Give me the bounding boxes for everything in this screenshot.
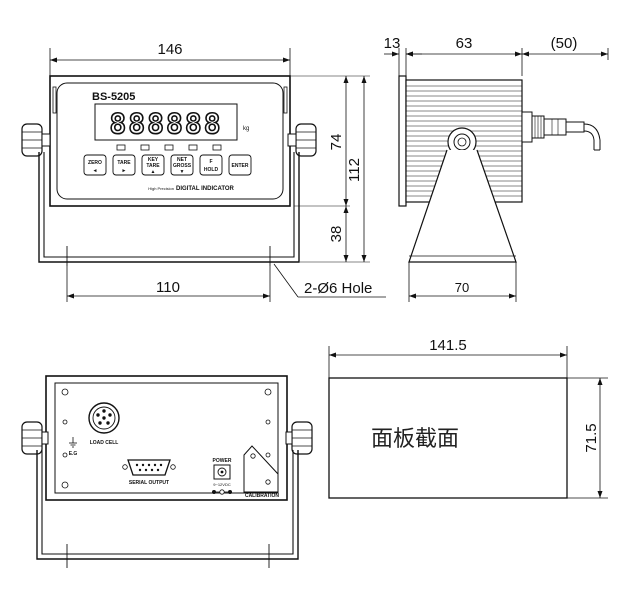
hole-note: 2-Ø6 Hole — [304, 280, 372, 297]
svg-text:ENTER: ENTER — [232, 163, 249, 169]
dim-cutout-width: 141.5 — [429, 337, 467, 354]
rear-view: LOAD CELL E.G SERIAL OUTPUT POWER — [21, 375, 313, 568]
key-enter[interactable]: ENTER — [228, 154, 252, 176]
side-view: 13 63 (50) — [384, 35, 609, 302]
caption-large: DIGITAL INDICATOR — [176, 186, 235, 192]
cutout-label: 面板截面 — [371, 427, 459, 452]
dim-side-body: 63 — [456, 35, 473, 52]
rear-panel — [54, 382, 279, 494]
key-zero[interactable]: ZERO ◄ — [83, 154, 107, 176]
indicator-lamp — [212, 144, 222, 151]
display-digits: 888888 — [109, 107, 222, 140]
power-label: POWER — [213, 458, 232, 464]
mounting-knob-left — [21, 123, 51, 157]
load-cell-connector[interactable] — [88, 402, 120, 434]
vertical-dimensions: 74 38 112 — [290, 75, 370, 263]
indicator-lamp — [188, 144, 198, 151]
indicator-lamp — [164, 144, 174, 151]
dim-cutout-height: 71.5 — [583, 423, 600, 452]
polarity-icon — [212, 489, 232, 495]
indicator-lamp — [116, 144, 126, 151]
svg-text:►: ► — [122, 168, 127, 174]
model-label: BS-5205 — [92, 91, 135, 103]
calibration-cover[interactable] — [243, 445, 279, 493]
svg-text:NET: NET — [177, 157, 187, 163]
dim-side-base: 70 — [455, 280, 469, 295]
dim-height-lower: 38 — [328, 226, 345, 243]
dim-height-upper: 74 — [328, 134, 345, 151]
svg-text:TARE: TARE — [117, 160, 131, 166]
svg-text:GROSS: GROSS — [173, 163, 192, 169]
mounting-knob-right — [285, 421, 313, 455]
dim-height-total: 112 — [346, 158, 363, 182]
front-view: 146 BS-5205 888888 kg ZERO ◄ TARE ► — [21, 41, 386, 302]
svg-text:◄: ◄ — [93, 168, 98, 174]
dim-side-cable: (50) — [551, 35, 578, 52]
cutout-outline — [328, 377, 568, 499]
dim-bracket-width: 110 — [156, 279, 180, 296]
mounting-bracket — [38, 152, 300, 263]
key-f-hold[interactable]: F HOLD — [199, 154, 223, 176]
indicator-lamp — [140, 144, 150, 151]
load-cell-label: LOAD CELL — [90, 440, 119, 446]
svg-text:KEY: KEY — [148, 157, 159, 163]
dim-front-width: 146 — [157, 41, 182, 58]
svg-text:F: F — [209, 159, 212, 165]
key-tare[interactable]: TARE ► — [112, 154, 136, 176]
ground-icon — [69, 437, 77, 448]
mounting-bracket — [36, 450, 299, 560]
unit-label: kg — [243, 126, 249, 132]
power-jack[interactable] — [213, 464, 231, 480]
power-spec: 9~12VDC — [213, 482, 231, 487]
ground-label: E.G — [69, 451, 78, 457]
calibration-label: CALIBRATION — [245, 493, 279, 499]
key-key-tare[interactable]: KEY TARE ▲ — [141, 154, 165, 176]
cable-connector — [521, 111, 601, 151]
mounting-knob-right — [287, 123, 317, 157]
caption-small: High Precision — [148, 186, 174, 191]
dim-side-front: 13 — [384, 35, 401, 52]
hole-leader — [273, 263, 299, 298]
mounting-knob-left — [21, 421, 49, 455]
svg-text:▼: ▼ — [180, 169, 185, 175]
display-window — [94, 103, 238, 141]
svg-text:TARE: TARE — [146, 163, 160, 169]
svg-text:ZERO: ZERO — [88, 160, 102, 166]
front-panel — [56, 82, 284, 200]
key-net-gross[interactable]: NET GROSS ▼ — [170, 154, 194, 176]
svg-text:HOLD: HOLD — [204, 167, 219, 173]
svg-text:▲: ▲ — [151, 169, 156, 175]
stand-bracket — [408, 149, 517, 263]
panel-cutout-view: 141.5 面板截面 71.5 — [328, 337, 608, 499]
serial-output-label: SERIAL OUTPUT — [129, 480, 169, 486]
serial-port[interactable] — [122, 459, 176, 476]
